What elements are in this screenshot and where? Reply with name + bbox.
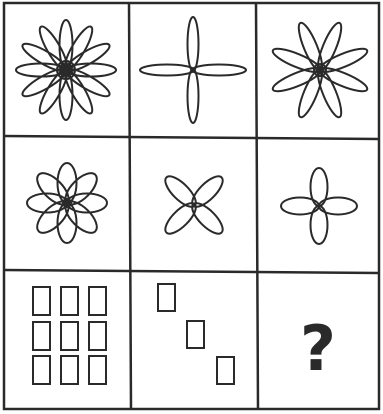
rectangle [61, 322, 78, 350]
grid-hline-2 [4, 270, 379, 273]
rectangle [89, 287, 106, 315]
cell-r2c1-eight-petal-flower [27, 163, 107, 243]
cell-r1c1-twelve-petal-flower [16, 20, 116, 120]
cell-r2c3-plus-petal-flower [281, 168, 357, 244]
rectangle [33, 287, 50, 315]
rectangle [187, 321, 204, 348]
rectangle [33, 322, 50, 350]
rectangle [158, 284, 175, 311]
petal [188, 17, 199, 71]
cell-r1c2-four-petal-cross [140, 17, 246, 123]
petal [60, 168, 102, 210]
grid-vline-1 [129, 3, 131, 409]
rectangle [89, 356, 106, 384]
question-mark: ? [300, 312, 336, 385]
petal [188, 69, 199, 123]
rectangle [61, 287, 78, 315]
cell-r2c2-x-petal-flower [161, 172, 227, 238]
grid-hline-1 [4, 136, 379, 139]
rectangle [61, 356, 78, 384]
cell-r3c2-rectangle-diagonal [158, 284, 234, 384]
petal [140, 65, 194, 76]
rectangle [33, 356, 50, 384]
petal [311, 168, 328, 206]
cell-r1c3-eight-petal-flower [270, 20, 369, 119]
cell-r3c1-rectangle-grid [33, 287, 106, 384]
petal [192, 65, 246, 76]
rectangle [89, 322, 106, 350]
rectangle [217, 357, 234, 384]
grid-vline-2 [256, 3, 258, 409]
petal [188, 172, 228, 212]
